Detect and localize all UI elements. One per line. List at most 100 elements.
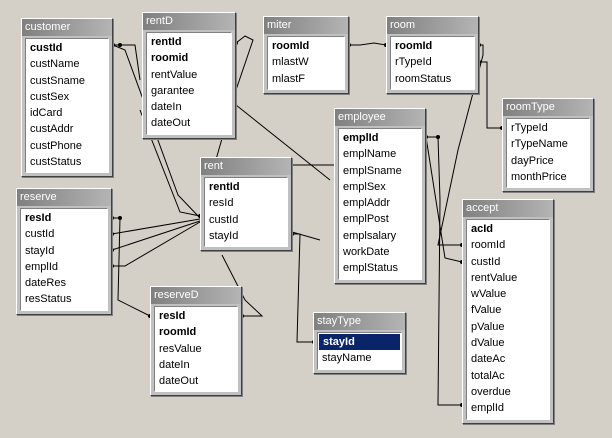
field-row[interactable]: resValue <box>159 342 202 355</box>
field-row[interactable]: custSname <box>30 74 86 87</box>
table-staytype[interactable]: stayType stayId stayName <box>313 312 406 374</box>
field-row[interactable]: custId <box>209 213 239 226</box>
table-title[interactable]: stayType <box>314 313 405 330</box>
field-row[interactable]: rTypeId <box>511 122 548 134</box>
field-row[interactable]: dayPrice <box>511 154 554 167</box>
field-list[interactable]: rentId resId custId stayId <box>204 177 288 248</box>
table-title[interactable]: reserve <box>17 189 111 206</box>
field-row[interactable]: emplSex <box>343 180 386 193</box>
field-row[interactable]: idCard <box>30 107 63 120</box>
field-row[interactable]: resId <box>159 310 186 322</box>
field-row[interactable]: roomId <box>272 40 310 52</box>
field-list[interactable]: acId roomId custId rentValue wValue fVal… <box>466 219 550 420</box>
field-list[interactable]: rentId roomid rentValue garantee dateIn … <box>146 32 232 135</box>
table-roomtype[interactable]: roomType rTypeId rTypeName dayPrice mont… <box>502 98 594 193</box>
field-row[interactable]: custPhone <box>30 139 82 152</box>
table-title[interactable]: miter <box>264 17 348 34</box>
field-row[interactable]: resStatus <box>25 293 72 306</box>
field-row[interactable]: dateRes <box>25 277 66 290</box>
table-accept[interactable]: accept acId roomId custId rentValue wVal… <box>462 199 554 424</box>
field-row[interactable]: emplSname <box>343 164 402 177</box>
field-row[interactable]: wValue <box>471 288 507 301</box>
field-row[interactable]: emplName <box>343 148 397 161</box>
field-row[interactable]: acId <box>471 223 494 235</box>
field-row[interactable]: dateOut <box>159 375 199 388</box>
table-employee[interactable]: employee emplId emplName emplSname emplS… <box>334 108 426 284</box>
field-row[interactable]: custName <box>30 58 80 71</box>
field-row[interactable]: rTypeName <box>511 138 568 151</box>
field-row[interactable]: roomStatus <box>395 72 452 85</box>
table-room[interactable]: room roomId rTypeId roomStatus <box>386 16 479 94</box>
field-row[interactable]: emplId <box>343 132 379 144</box>
field-row[interactable]: rentValue <box>471 271 518 284</box>
table-rent[interactable]: rent rentId resId custId stayId <box>200 157 292 252</box>
field-row[interactable]: garantee <box>151 84 195 97</box>
field-row[interactable]: stayName <box>322 352 372 365</box>
field-row[interactable]: mlastF <box>272 72 305 85</box>
field-row[interactable]: resId <box>25 212 52 224</box>
table-miter[interactable]: miter roomId mlastW mlastF <box>263 16 349 94</box>
field-list[interactable]: roomId mlastW mlastF <box>267 36 345 90</box>
field-list[interactable]: resId custId stayId emplId dateRes resSt… <box>20 208 108 311</box>
field-row[interactable]: dateIn <box>151 101 182 114</box>
field-list[interactable]: stayId stayName <box>317 332 402 370</box>
field-row[interactable]: mlastW <box>272 56 309 69</box>
field-row[interactable]: rentId <box>151 36 182 48</box>
rel-room-roomtype <box>479 61 502 129</box>
table-title[interactable]: rentD <box>143 13 235 30</box>
field-row[interactable]: roomid <box>151 52 189 65</box>
field-row[interactable]: workDate <box>343 246 390 259</box>
field-row[interactable]: custStatus <box>30 156 82 169</box>
table-customer[interactable]: customer custId custName custSname custS… <box>21 18 113 178</box>
field-row[interactable]: roomId <box>395 40 433 52</box>
table-title[interactable]: reserveD <box>151 287 241 304</box>
field-row[interactable]: roomId <box>159 326 197 339</box>
field-row[interactable]: emplId <box>471 402 505 415</box>
field-row[interactable]: emplId <box>25 260 59 273</box>
field-row[interactable]: overdue <box>471 385 511 398</box>
field-row[interactable]: emplStatus <box>343 262 399 275</box>
rel-miter-room <box>349 42 387 46</box>
field-row[interactable]: custAddr <box>30 123 74 136</box>
field-list[interactable]: roomId rTypeId roomStatus <box>390 36 475 90</box>
field-row[interactable]: monthPrice <box>511 170 567 183</box>
field-list[interactable]: custId custName custSname custSex idCard… <box>25 38 109 174</box>
field-row[interactable]: custId <box>30 42 63 54</box>
field-row[interactable]: stayId <box>25 244 55 257</box>
field-row[interactable]: pValue <box>471 320 505 333</box>
field-row[interactable]: emplPost <box>343 213 389 226</box>
field-row-selected[interactable]: stayId <box>319 334 400 351</box>
field-row[interactable]: custId <box>25 228 55 241</box>
table-title[interactable]: customer <box>22 19 112 36</box>
field-row[interactable]: emplsalary <box>343 229 397 242</box>
field-row[interactable]: fValue <box>471 304 502 317</box>
field-row[interactable]: emplAddr <box>343 197 391 210</box>
rel-customer-rent-2 <box>139 109 201 217</box>
field-row[interactable]: custSex <box>30 90 70 103</box>
table-title[interactable]: room <box>387 17 478 34</box>
table-reserved[interactable]: reserveD resId roomId resValue dateIn da… <box>150 286 242 397</box>
table-title[interactable]: accept <box>463 200 553 217</box>
field-row[interactable]: resId <box>209 197 234 210</box>
rel-employee-accept-2 <box>425 136 463 263</box>
field-row[interactable]: rentValue <box>151 68 198 81</box>
field-row[interactable]: rentId <box>209 181 240 193</box>
table-title[interactable]: roomType <box>503 99 593 116</box>
table-reserve[interactable]: reserve resId custId stayId emplId dateR… <box>16 188 112 315</box>
field-row[interactable]: dateAc <box>471 353 506 366</box>
field-row[interactable]: stayId <box>209 229 239 242</box>
field-row[interactable]: dateOut <box>151 117 191 130</box>
field-row[interactable]: roomId <box>471 239 506 252</box>
field-row[interactable]: totalAc <box>471 369 505 382</box>
field-list[interactable]: resId roomId resValue dateIn dateOut <box>154 306 238 393</box>
field-list[interactable]: rTypeId rTypeName dayPrice monthPrice <box>506 118 590 189</box>
table-title[interactable]: rent <box>201 158 291 175</box>
field-row[interactable]: dateIn <box>159 358 190 371</box>
field-row[interactable]: dValue <box>471 337 505 350</box>
field-row[interactable]: custId <box>471 255 501 268</box>
table-title[interactable]: employee <box>335 109 425 126</box>
table-rentd[interactable]: rentD rentId roomid rentValue garantee d… <box>142 12 236 139</box>
field-row[interactable]: rTypeId <box>395 56 432 69</box>
field-list[interactable]: emplId emplName emplSname emplSex emplAd… <box>338 128 422 280</box>
